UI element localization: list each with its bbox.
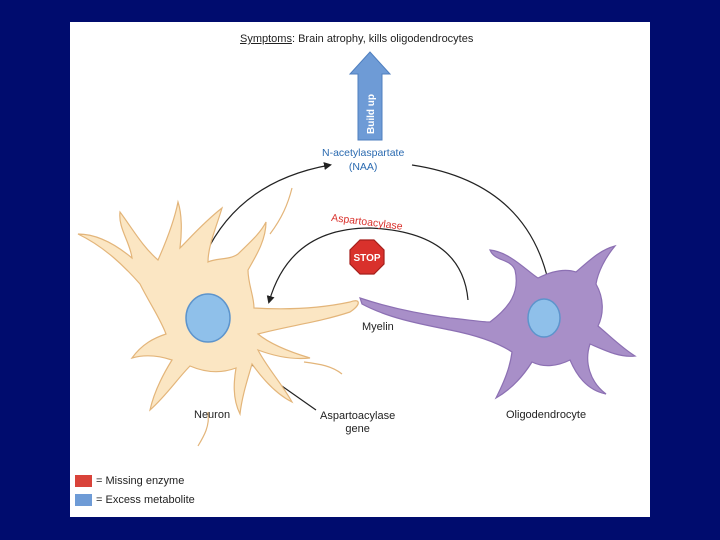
diagram-panel: Build up STOP (70, 22, 650, 517)
buildup-label: Build up (366, 94, 377, 134)
naa-line1: N-acetylaspartate (322, 147, 405, 159)
legend-item-missing-enzyme: = Missing enzyme (75, 474, 184, 488)
legend-text: = Missing enzyme (96, 475, 185, 487)
oligodendrocyte-cell (359, 244, 637, 400)
stop-sign: STOP (349, 239, 385, 275)
neuron-cell (77, 187, 359, 447)
enzyme-return-arrow (266, 227, 469, 304)
gene-line2: gene (345, 423, 370, 435)
legend-swatch-red (75, 475, 92, 487)
legend-text: = Excess metabolite (96, 494, 195, 506)
legend-swatch-blue (75, 494, 92, 506)
stop-label: STOP (353, 253, 380, 264)
symptoms-prefix: Symptoms (240, 33, 292, 45)
legend-item-excess-metabolite: = Excess metabolite (75, 493, 195, 507)
naa-to-oligodendrocyte-arrow (411, 164, 551, 282)
myelin-label: Myelin (362, 321, 394, 333)
neuron-to-naa-arrow (201, 162, 332, 263)
gene-label: Aspartoacylase gene (320, 410, 395, 436)
naa-line2: (NAA) (348, 161, 378, 173)
neuron-label: Neuron (194, 409, 231, 421)
oligodendrocyte-label: Oligodendrocyte (506, 409, 587, 421)
symptoms-heading: Symptoms: Brain atrophy, kills oligodend… (240, 33, 473, 46)
oligodendrocyte-nucleus (527, 298, 561, 338)
gene-line1: Aspartoacylase (320, 410, 396, 422)
symptoms-text: : Brain atrophy, kills oligodendrocytes (291, 33, 474, 45)
neuron-nucleus (185, 293, 231, 343)
naa-label: N-acetylaspartate (NAA) (322, 146, 404, 174)
buildup-arrow: Build up (348, 51, 392, 141)
diagram-canvas: Build up STOP (77, 51, 637, 447)
